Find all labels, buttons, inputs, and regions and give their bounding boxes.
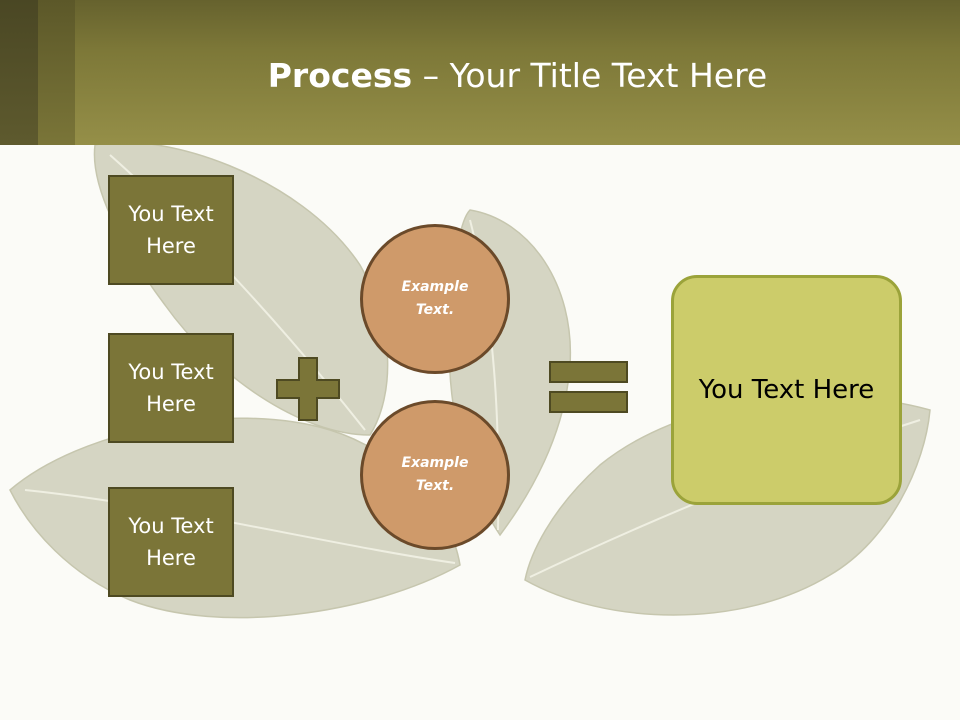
input-box-3: You Text Here (108, 487, 234, 597)
slide-title: Process – Your Title Text Here (75, 52, 960, 100)
result-box: You Text Here (671, 275, 902, 505)
input-box-1: You Text Here (108, 175, 234, 285)
example-circle-2: Example Text. (360, 400, 510, 550)
title-rest: – Your Title Text Here (412, 56, 768, 95)
input-box-2: You Text Here (108, 333, 234, 443)
accent-stripe (0, 0, 38, 145)
result-label: You Text Here (698, 375, 875, 405)
input-box-label: You Text Here (128, 360, 214, 416)
input-box-label: You Text Here (128, 514, 214, 570)
plus-icon (276, 357, 340, 421)
example-circle-1: Example Text. (360, 224, 510, 374)
input-box-label: You Text Here (128, 202, 214, 258)
circle-label: Example Text. (401, 455, 469, 494)
equals-icon (549, 361, 628, 413)
title-bold: Process (267, 56, 413, 95)
circle-label: Example Text. (401, 279, 469, 318)
title-bar: Process – Your Title Text Here (0, 0, 960, 145)
accent-stripe (38, 0, 75, 145)
